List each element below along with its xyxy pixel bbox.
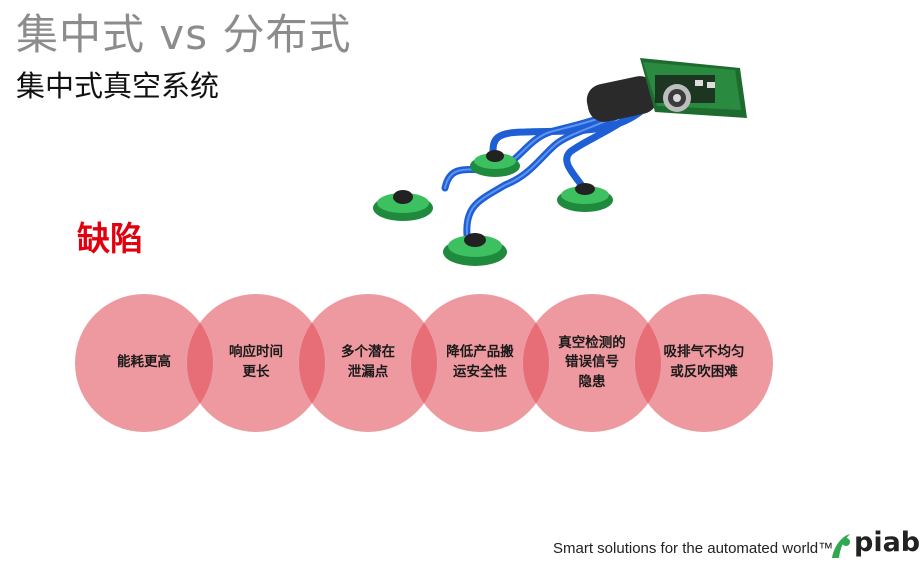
defect-label: 真空检测的 错误信号 隐患 bbox=[558, 334, 626, 390]
suction-cup-icon bbox=[373, 190, 433, 221]
defect-circle: 多个潜在 泄漏点 bbox=[299, 294, 437, 432]
suction-cup-icon bbox=[443, 233, 507, 266]
defect-label: 能耗更高 bbox=[117, 354, 171, 371]
vacuum-system-illustration bbox=[373, 58, 747, 266]
piab-logo-icon bbox=[832, 534, 850, 558]
suction-cup-icon bbox=[470, 150, 520, 177]
piab-logo-text: piab bbox=[854, 527, 921, 558]
page-title: 集中式 vs 分布式 bbox=[16, 10, 352, 59]
page-subtitle: 集中式真空系统 bbox=[16, 69, 220, 103]
defect-circle: 吸排气不均匀 或反吹困难 bbox=[635, 294, 773, 432]
defect-label: 多个潜在 泄漏点 bbox=[341, 344, 395, 380]
footer-tagline: Smart solutions for the automated world™ bbox=[553, 540, 834, 557]
defect-label: 吸排气不均匀 或反吹困难 bbox=[663, 344, 745, 380]
vacuum-unit-icon bbox=[586, 58, 747, 122]
defect-label: 响应时间 更长 bbox=[229, 344, 283, 380]
suction-cup-icon bbox=[557, 183, 613, 212]
defect-label: 降低产品搬 运安全性 bbox=[446, 344, 514, 380]
defects-heading: 缺陷 bbox=[77, 219, 143, 258]
